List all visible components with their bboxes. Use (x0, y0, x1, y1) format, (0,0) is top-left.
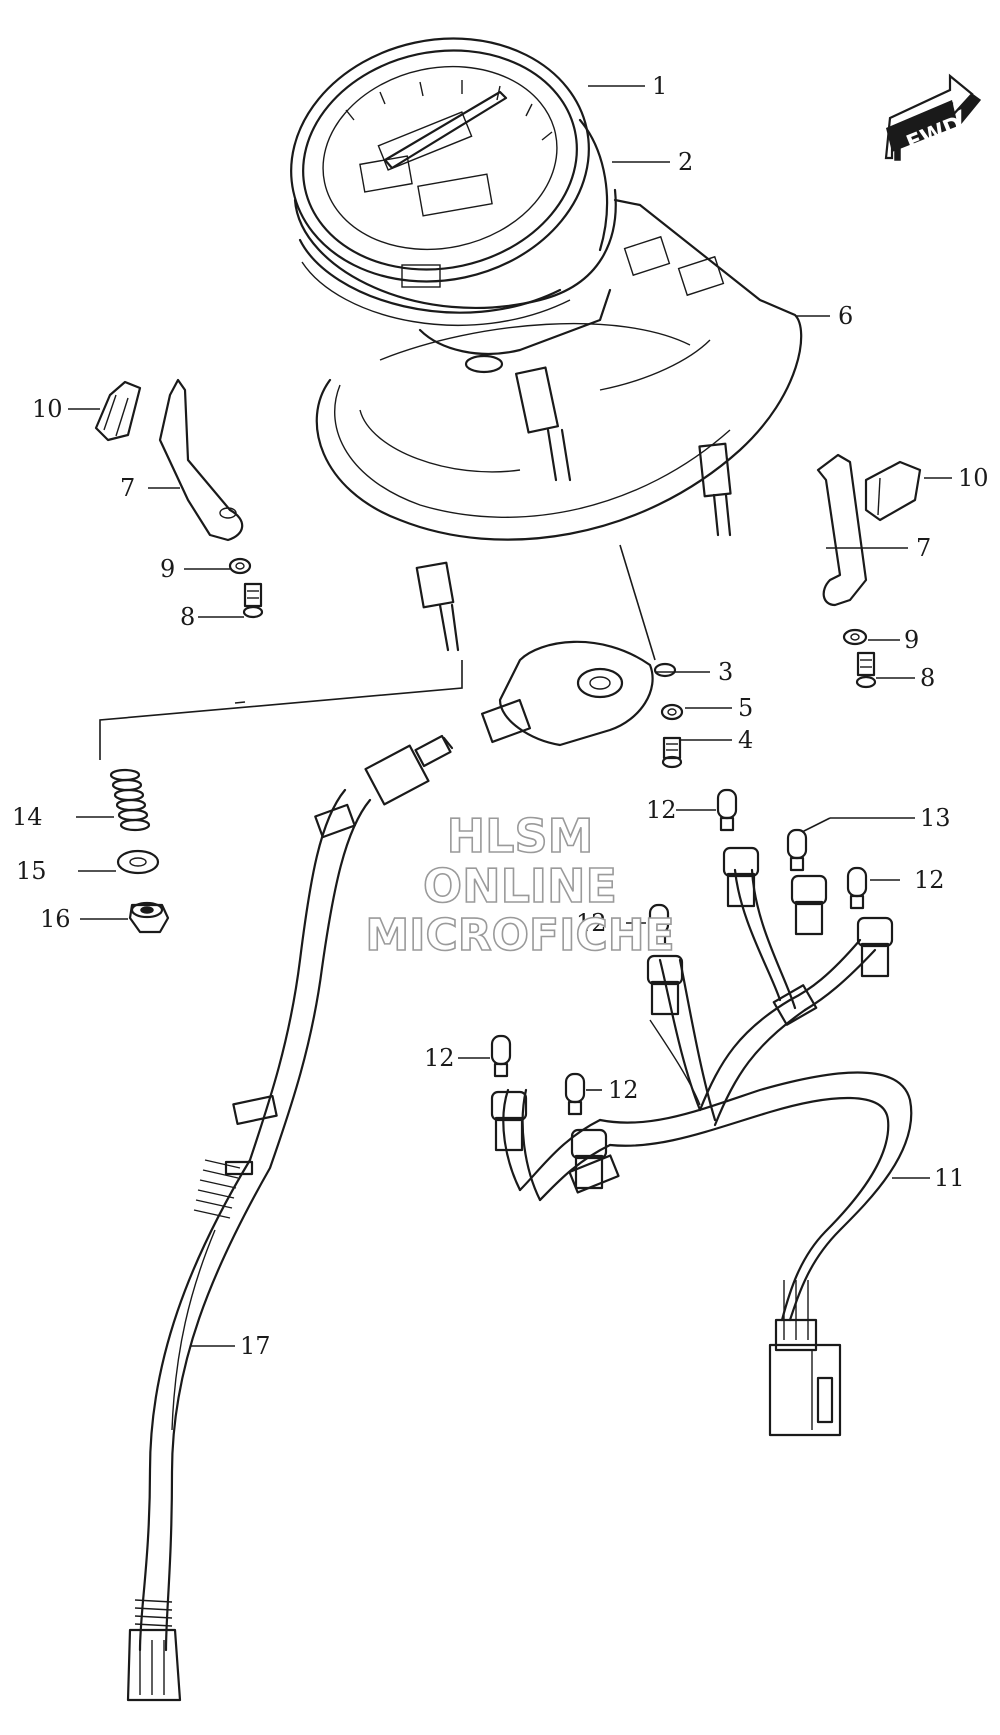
wiring-harness (502, 868, 913, 1437)
speed-sensor (480, 640, 684, 769)
watermark-line-2: ONLINE (423, 859, 617, 913)
callout-6: 6 (838, 302, 853, 330)
watermark-line-1: HLSM (447, 809, 594, 863)
bracket-left (158, 378, 244, 542)
grommet-16 (128, 901, 170, 934)
callout-11: 11 (934, 1164, 965, 1192)
spring-14 (109, 768, 151, 832)
screw-8-left (242, 582, 264, 619)
screw-8-right (855, 651, 877, 689)
cushion-left (94, 380, 142, 442)
callout-12-d: 12 (424, 1044, 455, 1072)
watermark: HLSM ONLINE MICROFICHE (365, 808, 676, 962)
leader-lines (68, 85, 952, 1347)
washer-9-left (228, 557, 252, 575)
callout-1: 1 (652, 72, 667, 100)
callout-7-right: 7 (916, 534, 931, 562)
callout-8-right: 8 (920, 664, 935, 692)
callout-4: 4 (738, 726, 753, 754)
callout-10-left: 10 (32, 395, 63, 423)
callout-labels: 1 2 3 4 5 6 7 7 8 8 9 9 10 10 11 12 12 1… (12, 72, 989, 1360)
callout-5: 5 (738, 694, 753, 722)
fwd-badge: FWD (884, 73, 982, 161)
callout-17: 17 (240, 1332, 271, 1360)
callout-14: 14 (12, 803, 43, 831)
callout-7-left: 7 (120, 474, 135, 502)
cushion-right (864, 460, 922, 522)
washer-15 (116, 849, 160, 875)
speedometer-gauge (290, 37, 617, 374)
meter-case (315, 198, 803, 652)
callout-12-c: 12 (576, 909, 607, 937)
callout-12-a: 12 (646, 796, 677, 824)
washer-9-right (842, 628, 868, 646)
callout-15: 15 (16, 857, 47, 885)
screw-4 (661, 736, 683, 769)
forward-arrow-icon (884, 73, 982, 161)
callout-8-left: 8 (180, 603, 195, 631)
watermark-line-3: MICROFICHE (365, 910, 674, 961)
callout-2: 2 (678, 148, 693, 176)
washer-5 (660, 703, 684, 721)
bulb-sockets (490, 846, 894, 1190)
speedometer-cable (126, 734, 454, 1702)
callout-16: 16 (40, 905, 71, 933)
bulbs (490, 788, 868, 1116)
callout-9-right: 9 (904, 626, 919, 654)
callout-9-left: 9 (160, 555, 175, 583)
bracket-right (816, 453, 868, 607)
callout-12-e: 12 (608, 1076, 639, 1104)
callout-12-b: 12 (914, 866, 945, 894)
callout-3: 3 (718, 658, 733, 686)
callout-10-right: 10 (958, 464, 989, 492)
callout-13: 13 (920, 804, 951, 832)
